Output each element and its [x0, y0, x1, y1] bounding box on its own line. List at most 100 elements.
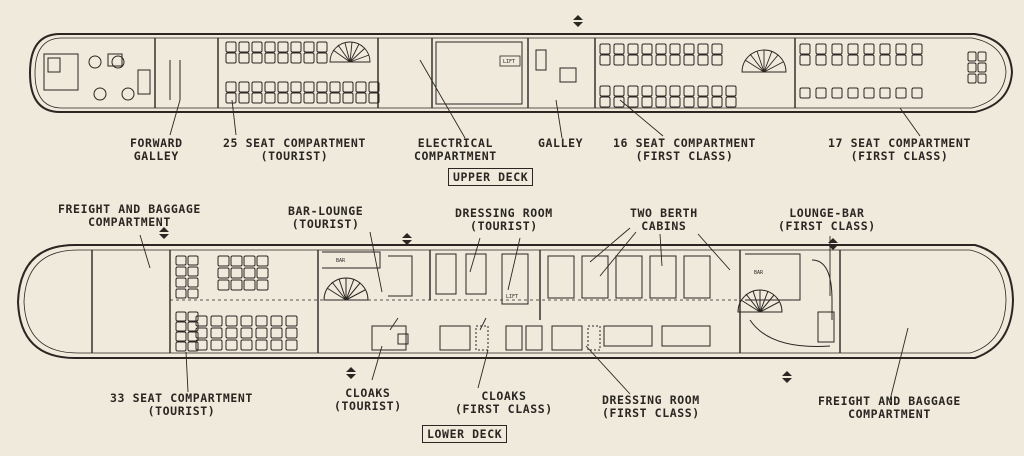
seat: [230, 267, 243, 279]
seat: [342, 92, 354, 104]
seat: [225, 41, 237, 53]
seat: [815, 54, 827, 66]
seat: [303, 81, 315, 93]
seat: [967, 51, 977, 62]
seat: [599, 54, 611, 66]
seat: [251, 41, 263, 53]
seat: [697, 43, 709, 55]
seat: [831, 43, 843, 55]
upper-leader-lines: [169, 59, 921, 139]
seat: [175, 311, 187, 322]
seat: [316, 52, 328, 64]
seat: [175, 321, 187, 332]
seat: [329, 81, 341, 93]
seat: [290, 81, 302, 93]
label-16-seat-compartment: 16 SEAT COMPARTMENT(FIRST CLASS): [613, 136, 756, 163]
bar-mark-first: BAR: [754, 270, 764, 276]
seat: [175, 341, 187, 352]
seat: [641, 85, 653, 97]
seat: [683, 85, 695, 97]
seat: [303, 92, 315, 104]
seat: [847, 87, 859, 99]
seat: [285, 339, 298, 351]
upper-fuselage-outline: [28, 33, 1014, 113]
label-17-seat-compartment: 17 SEAT COMPARTMENT(FIRST CLASS): [828, 136, 971, 163]
label-33-seat-compartment: 33 SEAT COMPARTMENT(TOURIST): [110, 391, 253, 418]
seat: [669, 96, 681, 108]
seat: [238, 52, 250, 64]
seat: [799, 87, 811, 99]
seat: [863, 87, 875, 99]
seat: [599, 85, 611, 97]
seat: [683, 96, 695, 108]
seat: [303, 41, 315, 53]
seat: [225, 52, 237, 64]
seat: [967, 73, 977, 84]
lower-deck-plan: BAR LIFT BAR: [16, 227, 1015, 401]
seat: [613, 96, 625, 108]
lower-deck-title: LOWER DECK: [422, 425, 508, 443]
seat: [641, 54, 653, 66]
bar-lounge-tourist: BAR: [322, 251, 413, 301]
seat: [911, 43, 923, 55]
seat: [895, 54, 907, 66]
lift-mark-upper: LIFT: [503, 59, 515, 65]
upper-exit-marker: [573, 15, 583, 27]
seat: [187, 255, 199, 266]
seat: [879, 43, 891, 55]
seat: [187, 266, 199, 277]
seat: [255, 327, 268, 339]
seat: [256, 279, 269, 291]
upper-deck-title: UPPER DECK: [448, 168, 534, 186]
seat: [329, 92, 341, 104]
seat: [225, 315, 238, 327]
seat: [911, 87, 923, 99]
seat: [669, 85, 681, 97]
seat: [217, 255, 230, 267]
seat: [711, 96, 723, 108]
seat: [256, 255, 269, 267]
seat: [627, 54, 639, 66]
cockpit: [43, 53, 181, 101]
seat: [967, 62, 977, 73]
seat: [238, 41, 250, 53]
seat: [303, 52, 315, 64]
dressing-room-tourist: LIFT: [435, 253, 529, 305]
seat: [225, 81, 237, 93]
seat: [277, 41, 289, 53]
seat: [316, 81, 328, 93]
seat: [264, 41, 276, 53]
seat: [290, 52, 302, 64]
seat: [285, 315, 298, 327]
seat: [895, 87, 907, 99]
seat: [264, 92, 276, 104]
seat: [175, 288, 187, 299]
label-dressing-room-first: DRESSING ROOM(FIRST CLASS): [602, 393, 700, 420]
upper-spiral-stair-tourist: [329, 41, 371, 63]
seat: [831, 54, 843, 66]
seat: [175, 331, 187, 342]
label-galley: GALLEY: [538, 136, 584, 150]
seat: [613, 85, 625, 97]
seat: [243, 279, 256, 291]
seat: [697, 54, 709, 66]
lower-seat-rows: [175, 255, 298, 352]
seat: [697, 85, 709, 97]
lower-bulkheads: [91, 250, 841, 353]
two-berth-cabins: [547, 255, 711, 347]
seat: [627, 85, 639, 97]
upper-seat-rows: [225, 41, 987, 108]
seat: [210, 327, 223, 339]
seat: [368, 81, 380, 93]
seat: [863, 54, 875, 66]
seat: [290, 41, 302, 53]
seat: [264, 52, 276, 64]
seat: [879, 54, 891, 66]
seat: [799, 54, 811, 66]
seat: [277, 81, 289, 93]
seat: [270, 327, 283, 339]
seat: [655, 96, 667, 108]
label-25-seat-compartment: 25 SEAT COMPARTMENT(TOURIST): [223, 136, 366, 163]
